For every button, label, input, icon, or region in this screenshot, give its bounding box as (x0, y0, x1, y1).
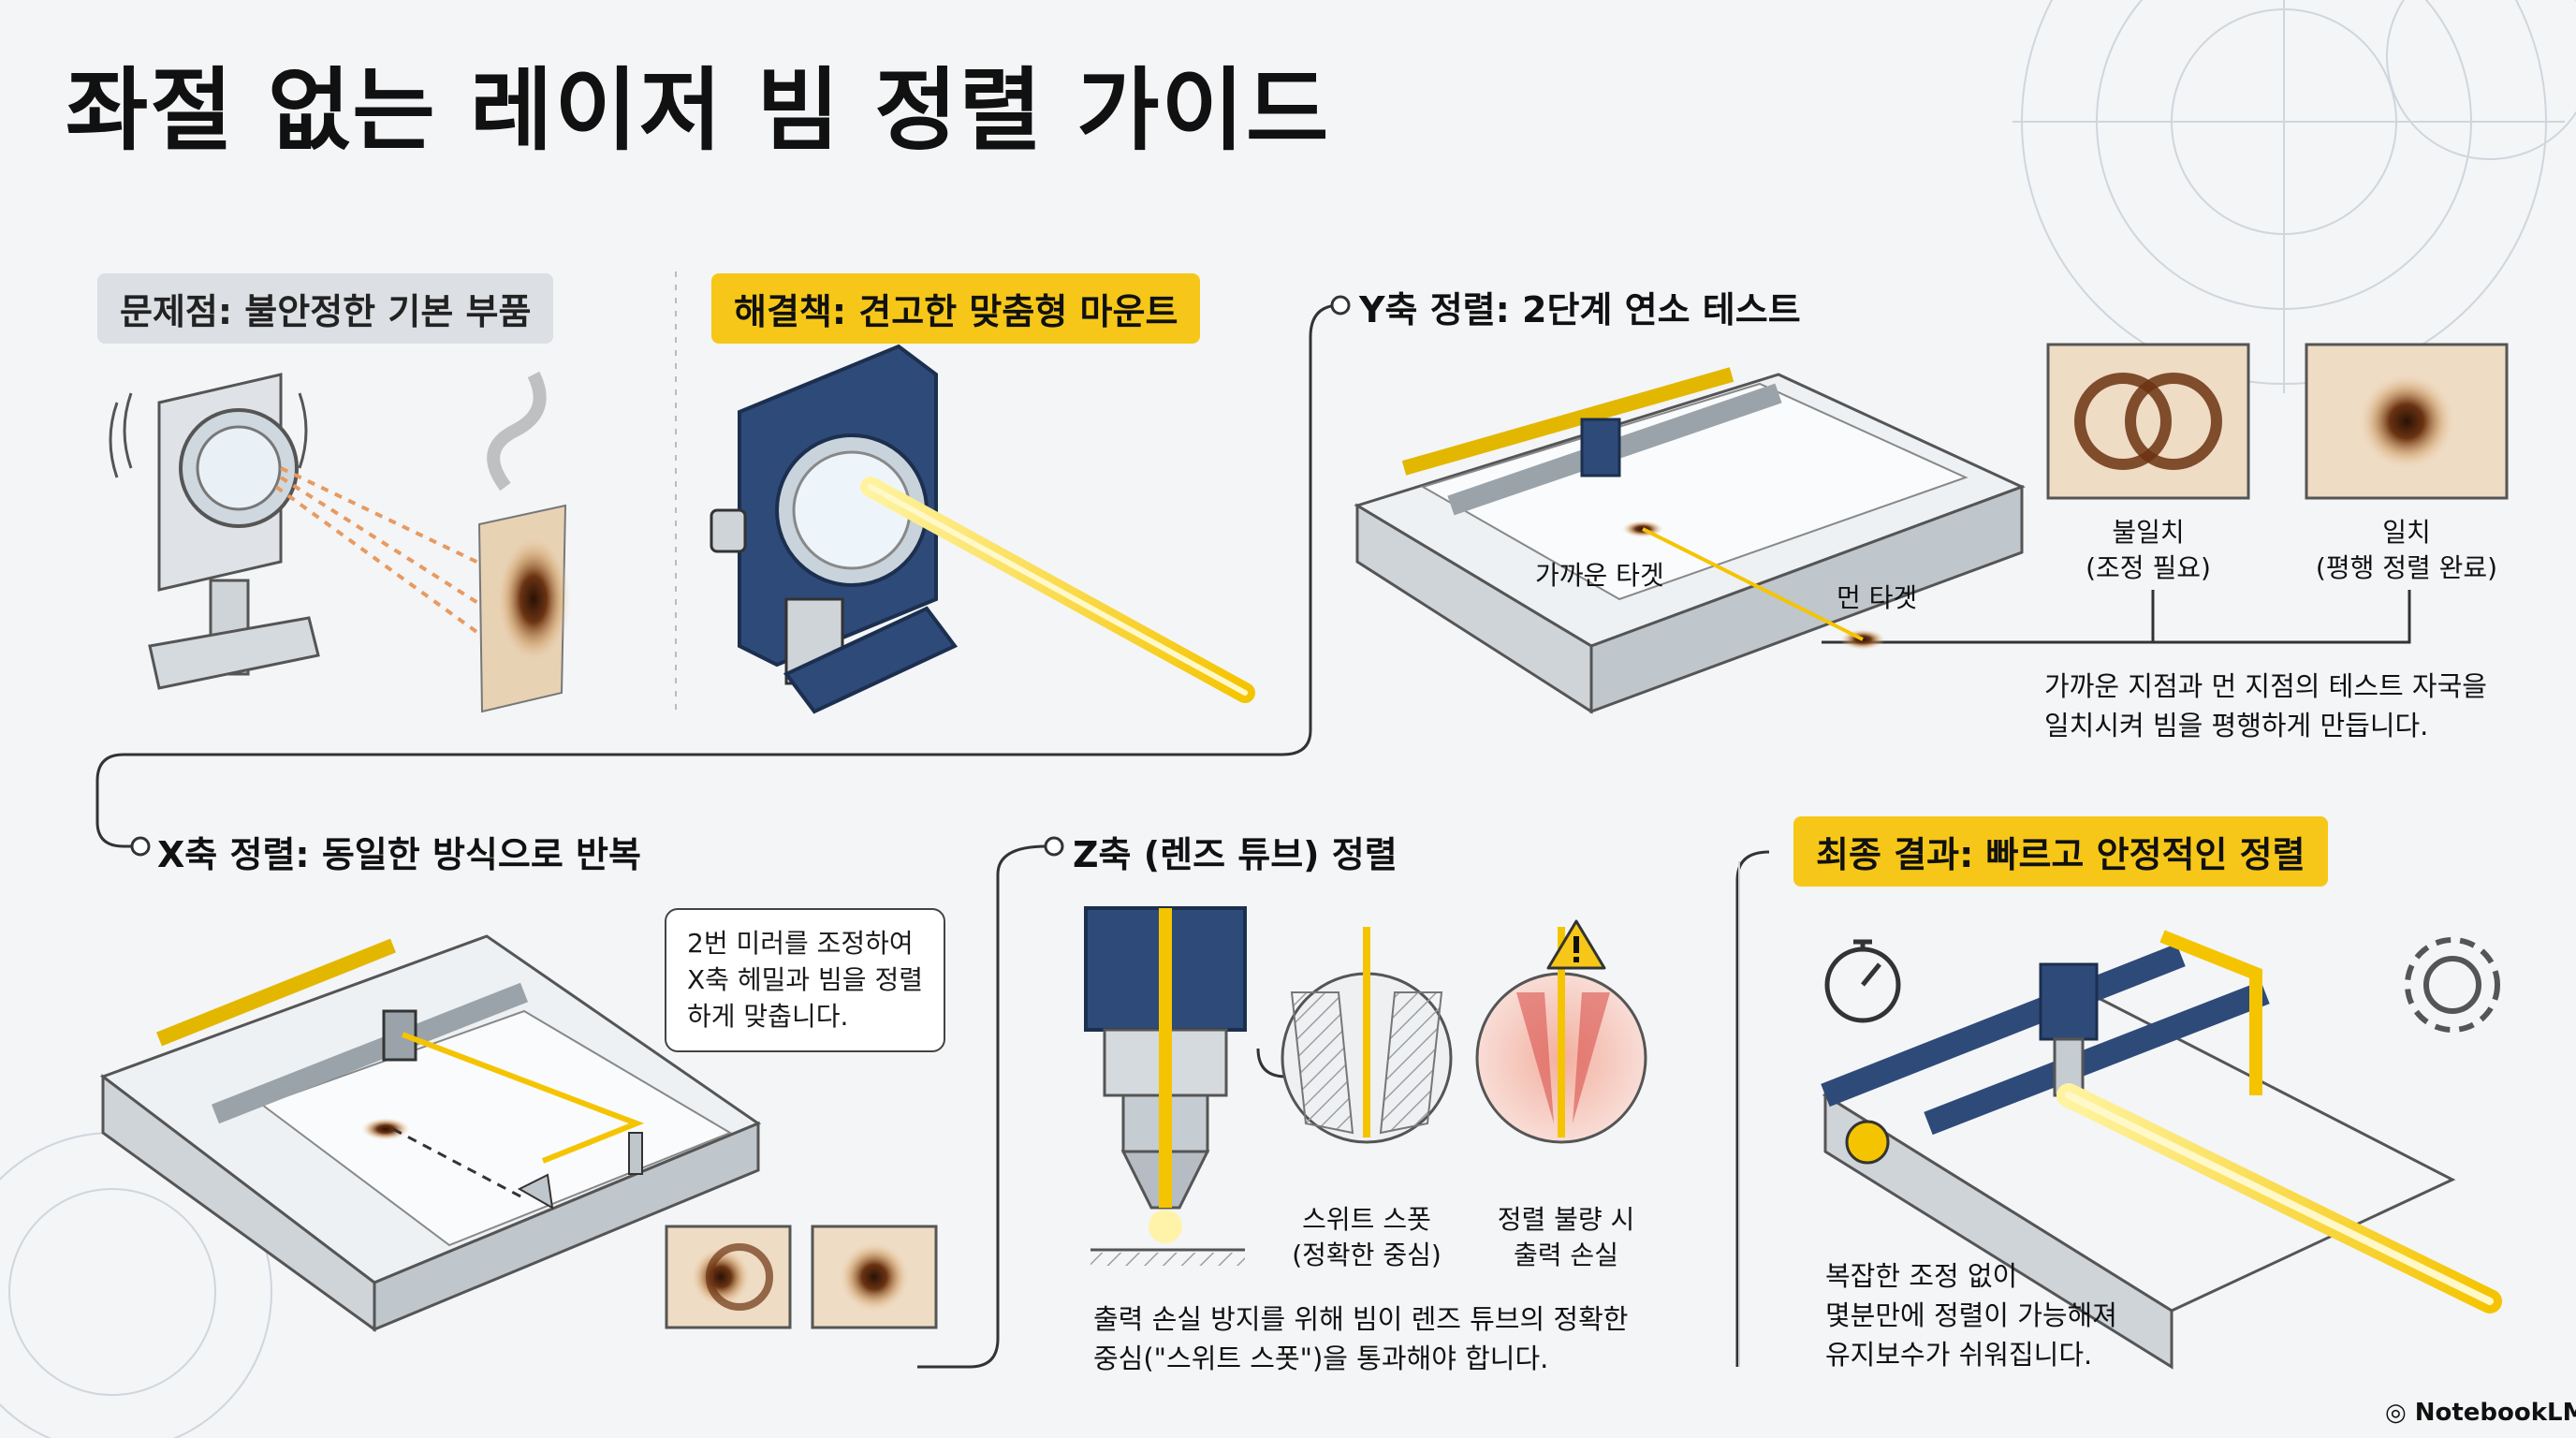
y-axis-machine-illustration (1354, 367, 2026, 714)
brand-logo-icon: ◎ (2385, 1399, 2415, 1427)
y-axis-caption: 가까운 지점과 먼 지점의 테스트 자국을 일치시켜 빔을 평행하게 만듭니다. (2044, 670, 2487, 742)
misaligned-label: 정렬 불량 시 출력 손실 (1497, 1204, 1635, 1270)
sturdy-mount-illustration (710, 344, 1255, 714)
warning-icon (1546, 919, 1606, 970)
misaligned-diagram (1475, 927, 1647, 1144)
stopwatch-icon (1824, 939, 1901, 1023)
match-burn-sample (2305, 343, 2509, 500)
near-target-label: 가까운 타겟 (1535, 560, 1664, 591)
brand-watermark: ◎ NotebookLM (2385, 1399, 2576, 1427)
solution-label: 해결책: 견고한 맞춤형 마운트 (711, 273, 1201, 344)
x-axis-machine-illustration (99, 934, 762, 1332)
flow-connector (95, 303, 2411, 1369)
x-burn-sample-mismatch (665, 1225, 792, 1329)
x-burn-sample-match (811, 1225, 938, 1329)
final-machine-illustration (1821, 930, 2502, 1370)
page-title: 좌절 없는 레이저 빔 정렬 가이드 (66, 58, 1331, 163)
z-axis-caption: 출력 손실 방지를 위해 빔이 렌즈 튜브의 정확한 중심("스위트 스폿")을… (1093, 1303, 1629, 1375)
gear-icon (2405, 937, 2500, 1033)
x-axis-heading: X축 정렬: 동일한 방식으로 반복 (157, 834, 641, 875)
mismatch-burn-sample (2046, 343, 2250, 500)
x-axis-callout: 2번 미러를 조정하여 X축 헤밀과 빔을 정렬 하게 맞춥니다. (665, 908, 945, 1052)
final-caption: 복잡한 조정 없이 몇분만에 정렬이 가능해져 유지보수가 쉬워집니다. (1825, 1260, 2117, 1372)
final-result-label: 최종 결과: 빠르고 안정적인 정렬 (1793, 816, 2328, 887)
y-axis-heading: Y축 정렬: 2단계 연소 테스트 (1359, 289, 1801, 330)
match-label: 일치 (평행 정렬 완료) (2315, 517, 2498, 583)
sweet-spot-label: 스위트 스폿 (정확한 중심) (1292, 1204, 1442, 1270)
problem-label: 문제점: 불안정한 기본 부품 (97, 273, 554, 344)
mismatch-label: 불일치 (조정 필요) (2086, 517, 2211, 583)
far-target-label: 먼 타겟 (1837, 582, 1918, 613)
unstable-mount-illustration (109, 371, 571, 713)
sweet-spot-diagram (1281, 927, 1453, 1144)
z-axis-heading: Z축 (렌즈 튜브) 정렬 (1073, 834, 1398, 875)
lens-tube-illustration (1084, 906, 1247, 1266)
